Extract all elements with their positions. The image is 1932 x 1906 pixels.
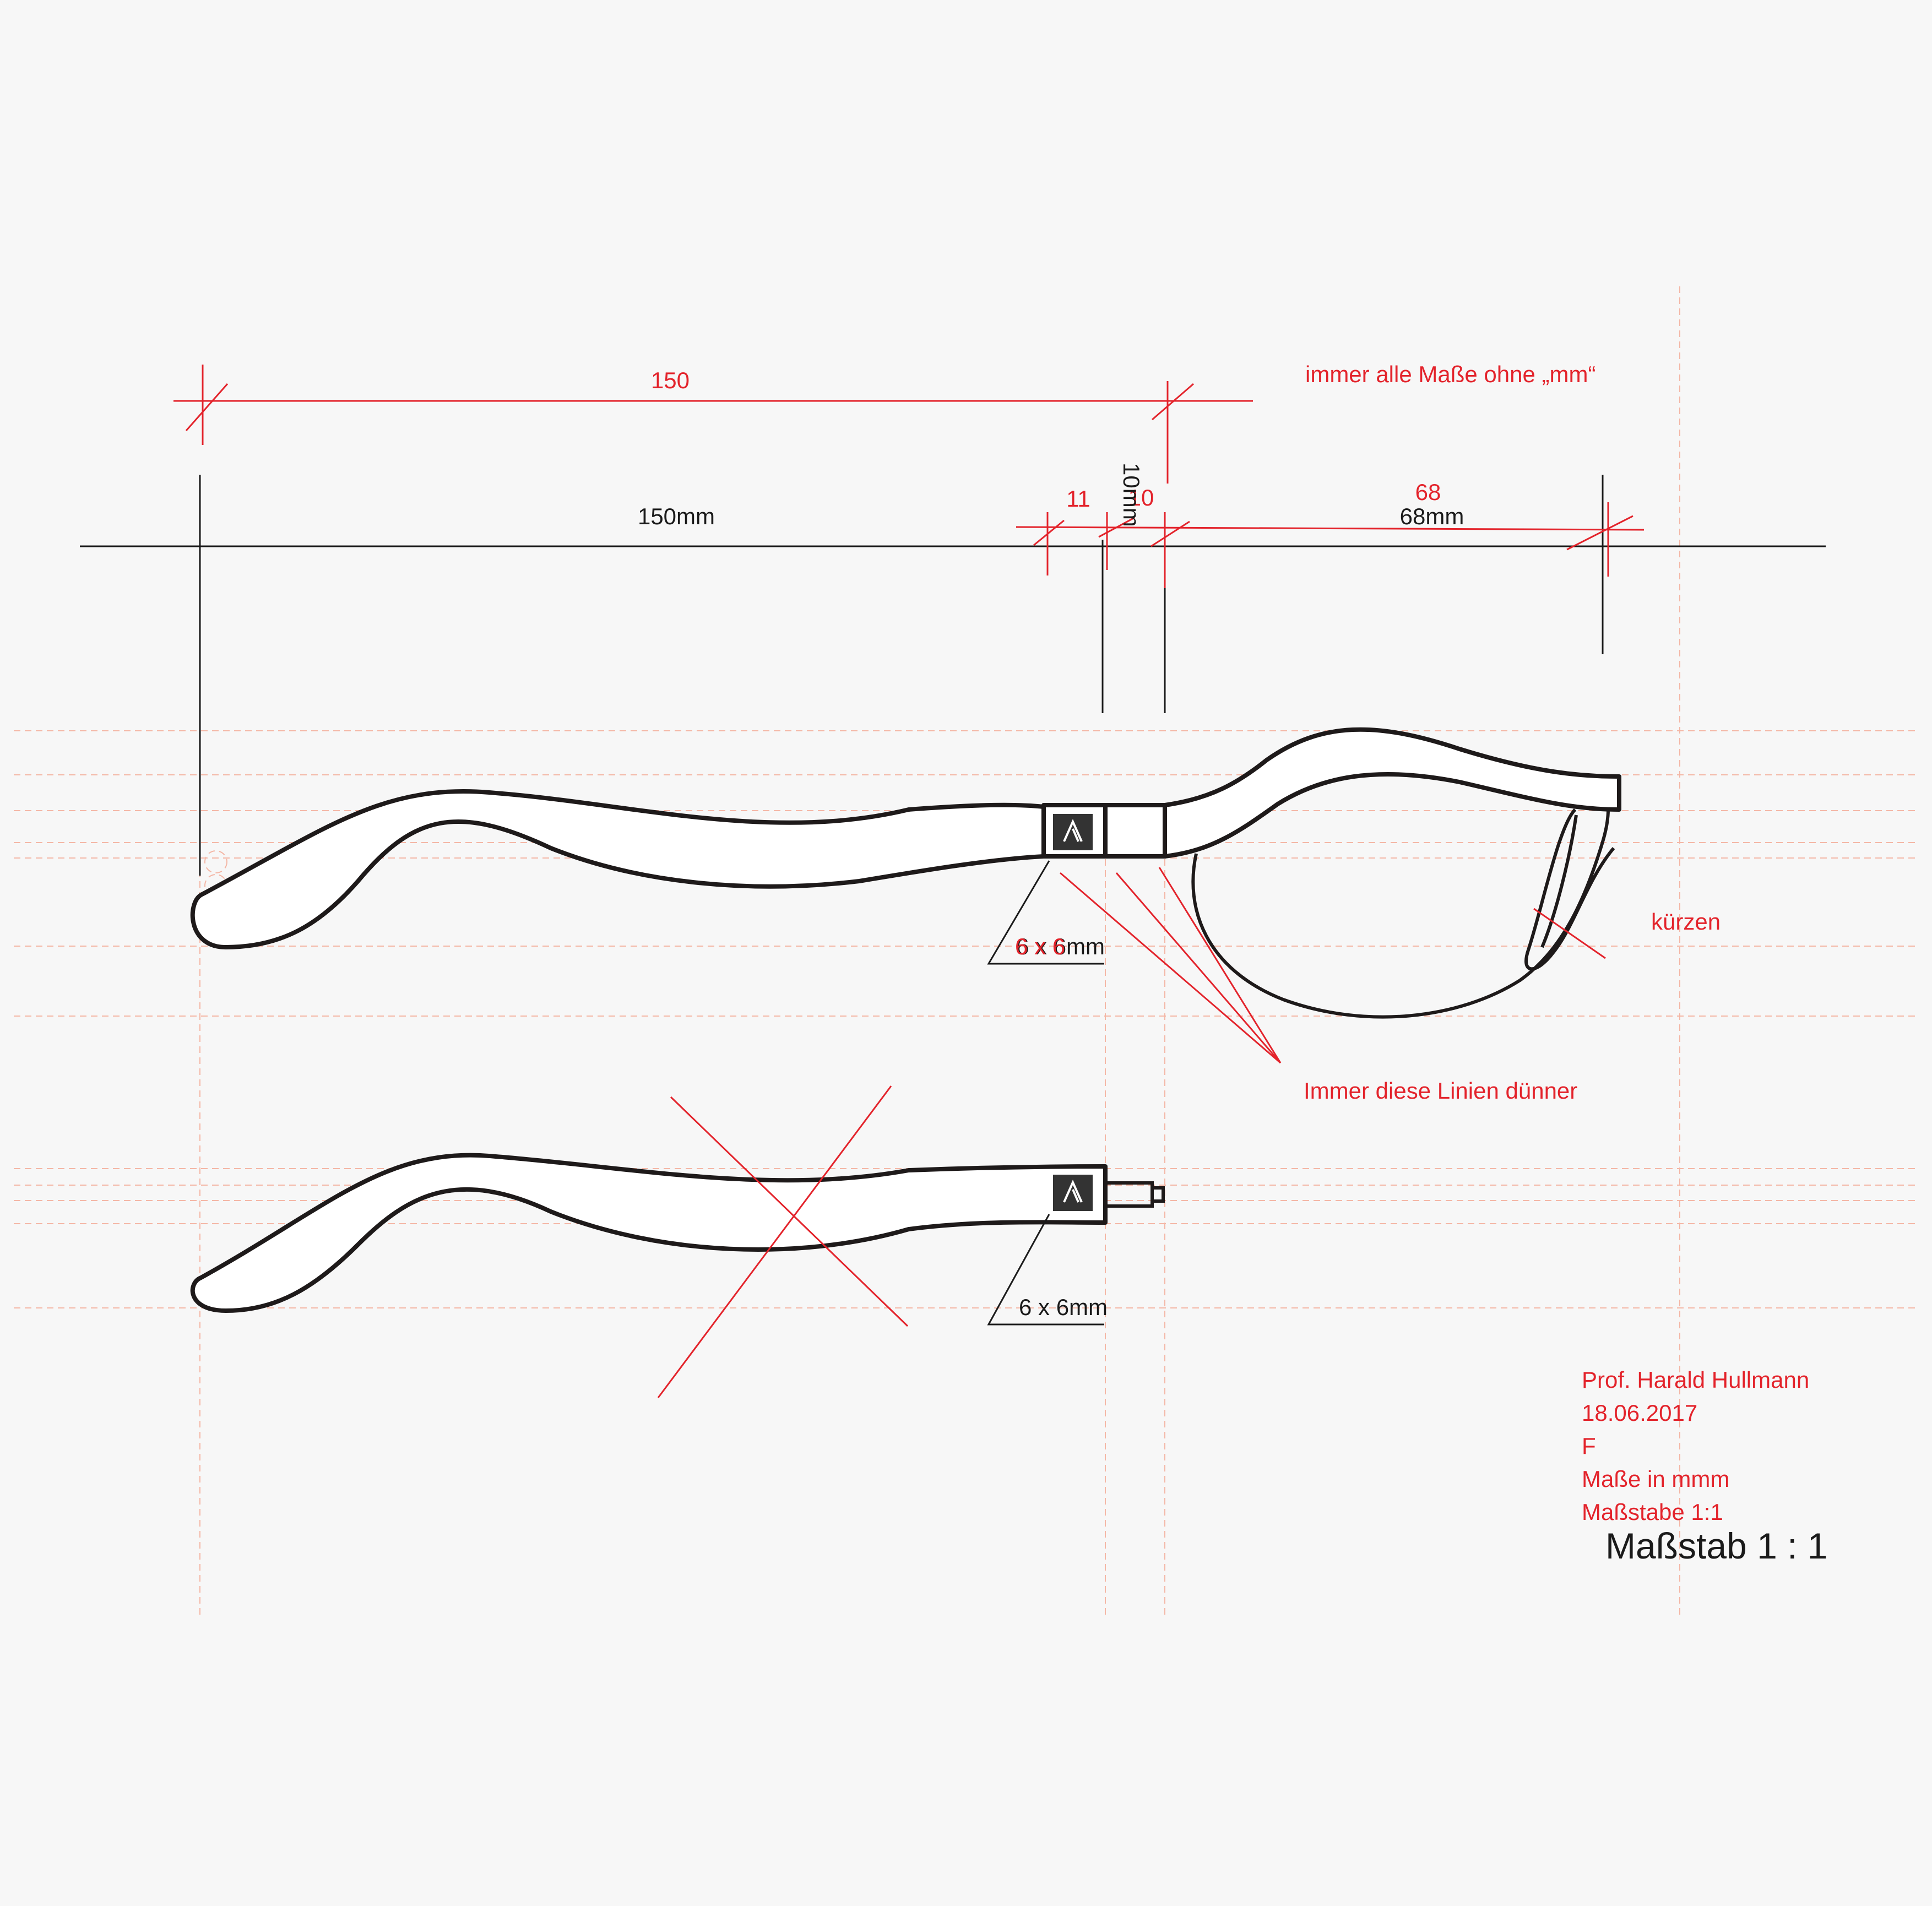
lower-temple [190, 1153, 1108, 1313]
upper-glasses-drawing [190, 727, 1621, 1019]
scale-label: Maßstab 1 : 1 [1605, 1525, 1828, 1566]
red-dimension-lines [173, 365, 1645, 588]
dim-11-red: 11 [1066, 486, 1090, 512]
nose-pad [1524, 808, 1615, 971]
note-kuerzen: kürzen [1651, 909, 1721, 935]
label-6x6-black-bottom: 6 x 6mm [1019, 1294, 1108, 1320]
frame-rim-top [1163, 727, 1621, 859]
scale-note: Maßstabe 1:1 [1582, 1499, 1723, 1525]
dim-68-red: 68 [1415, 479, 1441, 505]
note-thinner-lines: Immer diese Linien dünner [1304, 1078, 1577, 1104]
units-note: Maße in mmm [1582, 1466, 1729, 1492]
label-6x6-black-top: 6 x 6mm [1016, 933, 1105, 959]
dim-150-black: 150mm [638, 503, 715, 529]
callouts [987, 860, 1606, 1326]
logo-a-icon [1063, 1180, 1083, 1203]
black-dimension-line [80, 475, 1826, 876]
date: 18.06.2017 [1582, 1400, 1697, 1426]
logo-a-icon [1063, 819, 1083, 842]
dim-10-red: 10 [1128, 485, 1154, 511]
revision-letter: F [1582, 1433, 1596, 1459]
note-no-mm: immer alle Maße ohne „mm“ [1305, 361, 1595, 387]
label-6x6-red: 6 x 6 [1015, 933, 1065, 959]
lower-temple-drawing [190, 1085, 1165, 1398]
cross-out-mark [670, 1096, 909, 1327]
title-block: Prof. Harald Hullmann 18.06.2017 F Maße … [1582, 1367, 1828, 1566]
kuerzen-cut-line [1533, 908, 1606, 959]
author: Prof. Harald Hullmann [1582, 1367, 1809, 1393]
dim-68-black: 68mm [1400, 503, 1464, 529]
dim-150-red: 150 [651, 367, 690, 393]
upper-temple [190, 789, 1046, 949]
lens-rim [1191, 809, 1610, 1019]
dim-10-black: 10mm [1119, 463, 1144, 527]
